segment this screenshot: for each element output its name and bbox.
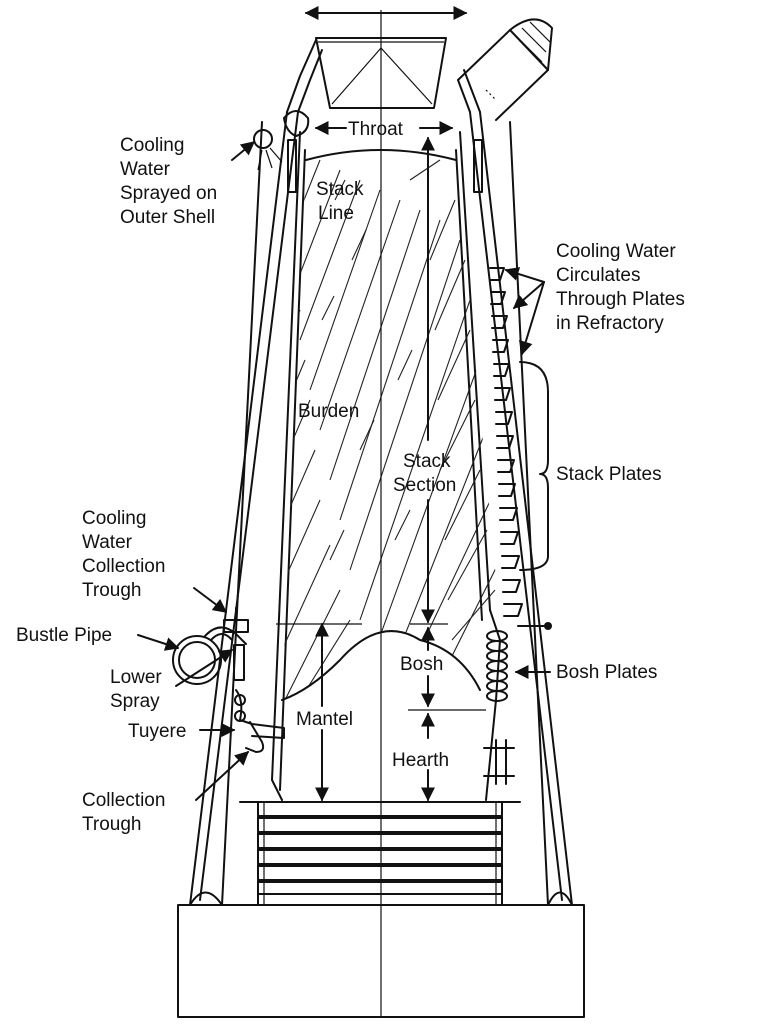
top-arms	[283, 39, 481, 137]
label-hearth: Hearth	[392, 750, 449, 771]
charging-hopper	[315, 37, 447, 109]
throat-guide-right	[473, 139, 483, 193]
throat-guide-left	[287, 139, 297, 193]
stack-plates	[489, 267, 523, 617]
burden-hatching	[282, 159, 511, 700]
label-cooling-water-circulates-1: Cooling Water	[556, 241, 676, 262]
dimension-arrows	[276, 121, 486, 802]
furnace-outer-shell	[189, 111, 573, 906]
label-collection-trough-lower-2: Trough	[82, 814, 142, 835]
label-bosh: Bosh	[400, 654, 443, 675]
label-stack-line-2: Line	[318, 203, 354, 224]
label-lower-spray-1: Lower	[110, 667, 162, 688]
label-burden: Burden	[298, 401, 359, 422]
label-collection-trough-3: Collection	[82, 556, 165, 577]
tuyere-assembly	[233, 644, 285, 753]
burden-lower-boundary	[281, 630, 481, 701]
label-cooling-water-sprayed-4: Outer Shell	[120, 207, 215, 228]
label-bustle-pipe: Bustle Pipe	[16, 625, 112, 646]
outer-shell-sprayer	[253, 129, 283, 171]
label-cooling-water-circulates-2: Circulates	[556, 265, 640, 286]
label-stack-plates: Stack Plates	[556, 464, 662, 485]
cooling-water-trough	[223, 607, 249, 633]
label-collection-trough-lower-1: Collection	[82, 790, 165, 811]
label-collection-trough-1: Cooling	[82, 508, 146, 529]
label-cooling-water-sprayed-3: Sprayed on	[120, 183, 217, 204]
uptake-pipe	[457, 18, 553, 121]
label-cooling-water-sprayed-1: Cooling	[120, 135, 184, 156]
label-bosh-plates: Bosh Plates	[556, 662, 657, 683]
label-collection-trough-2: Water	[82, 532, 133, 553]
label-stack-section-1: Stack	[403, 451, 451, 472]
label-cooling-water-circulates-4: in Refractory	[556, 313, 664, 334]
label-stack-section-2: Section	[393, 475, 456, 496]
callout-arrows	[137, 141, 551, 801]
tap-hole	[483, 739, 515, 785]
hearth-blocks	[239, 801, 521, 906]
label-cooling-water-circulates-3: Through Plates	[556, 289, 685, 310]
label-mantel: Mantel	[296, 709, 353, 730]
label-throat: Throat	[348, 119, 404, 140]
label-stack-line-1: Stack	[316, 179, 364, 200]
bosh-plates	[486, 622, 552, 702]
label-collection-trough-4: Trough	[82, 580, 142, 601]
label-cooling-water-sprayed-2: Water	[120, 159, 171, 180]
furnace-inner-lining	[271, 131, 501, 801]
label-lower-spray-2: Spray	[110, 691, 160, 712]
label-tuyere: Tuyere	[128, 721, 186, 742]
